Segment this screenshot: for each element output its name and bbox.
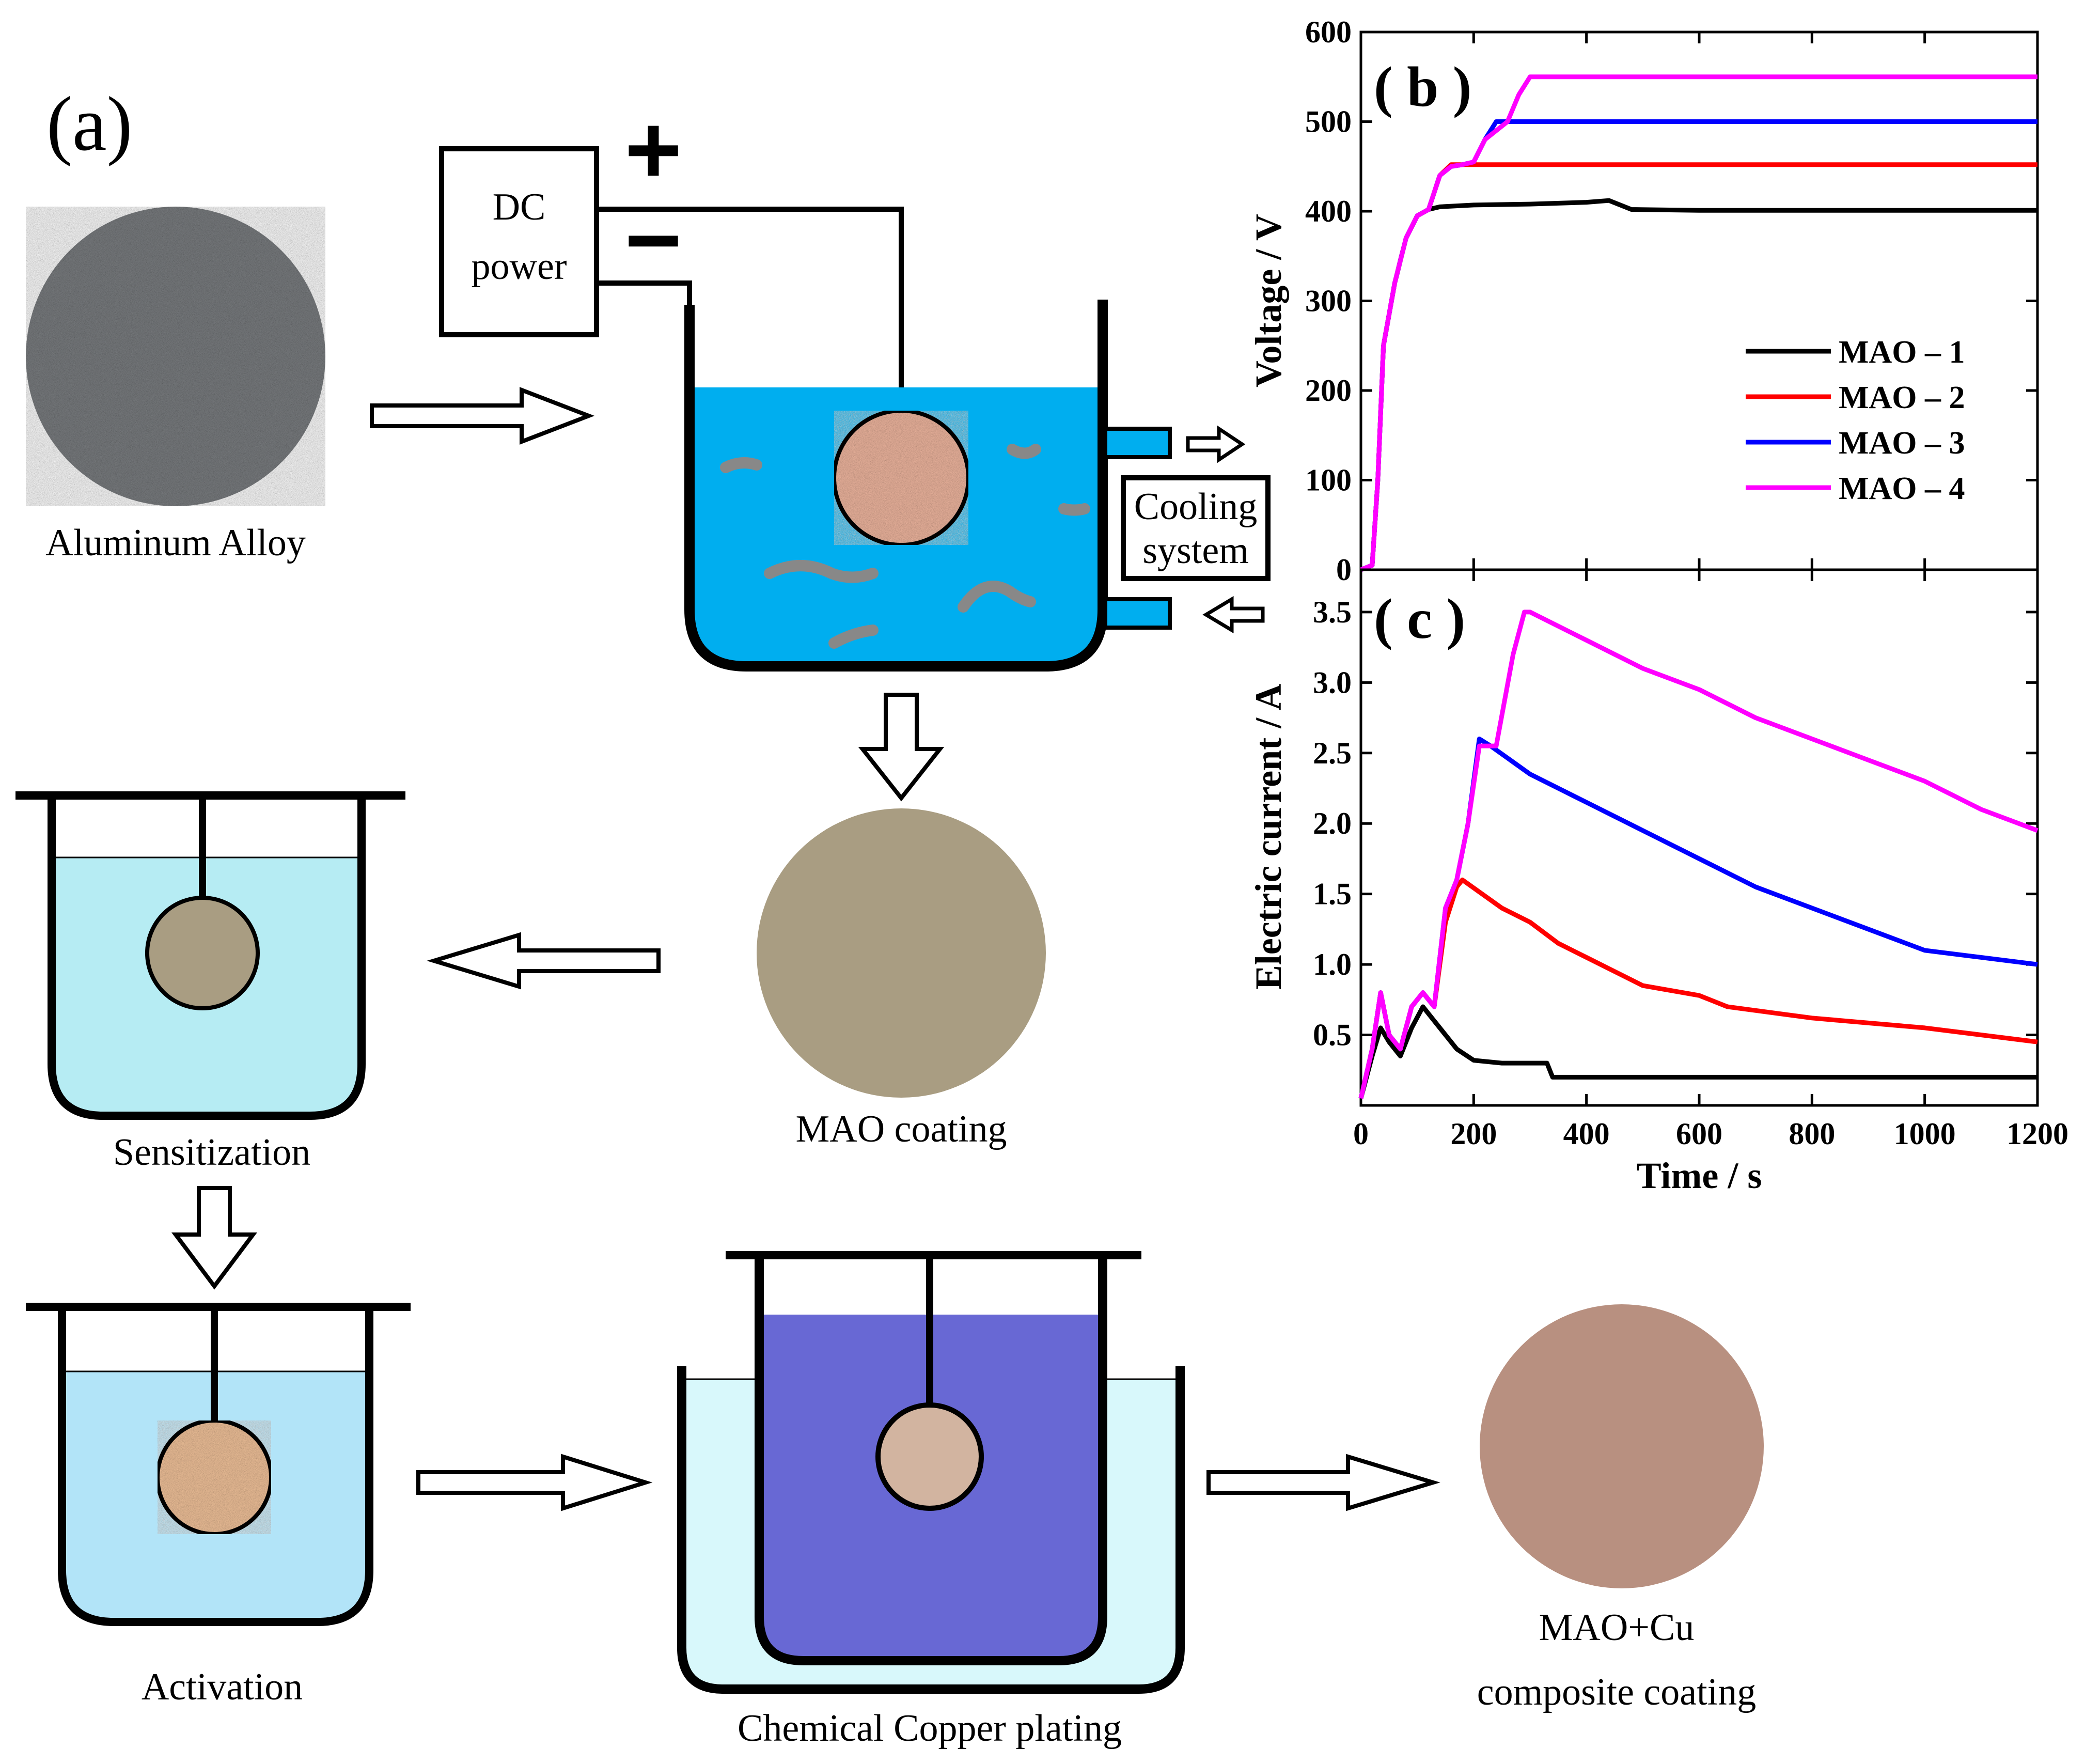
legend-label-mao-2: MAO – 2: [1839, 380, 1965, 415]
activation-beaker-wall: [58, 1309, 373, 1626]
aluminum-alloy-label: Aluminum Alloy: [45, 522, 306, 564]
series-line-c-mao-4: [1358, 610, 2039, 1099]
activation-sample: [155, 1418, 273, 1536]
mao-coating-disc: [757, 808, 1046, 1098]
ytick-label-b-3: 300: [1305, 284, 1352, 318]
composite-label-line2: composite coating: [1477, 1671, 1756, 1713]
dc-power-label-line2: power: [472, 245, 567, 288]
cooling-out-arrow: [1186, 425, 1246, 463]
cooling-system-box: [1121, 475, 1271, 581]
minus-sign: −: [625, 185, 682, 295]
panel-label-a: (a): [46, 81, 132, 167]
copper-plating-label: Chemical Copper plating: [738, 1707, 1122, 1750]
xtick-label-c-3: 600: [1676, 1117, 1722, 1151]
xtick-label-c-1: 200: [1450, 1117, 1497, 1151]
legend-label-mao-4: MAO – 4: [1839, 471, 1965, 506]
dc-power-box: [439, 146, 599, 337]
xtick-label-c-4: 800: [1789, 1117, 1835, 1151]
ylabel-c: Electric current / A: [1248, 684, 1289, 990]
cooling-outlet-pipe: [1103, 427, 1172, 459]
sensitization-beaker-wall: [48, 798, 366, 1120]
ytick-label-b-0: 0: [1336, 553, 1352, 587]
copper-plating-sample: [875, 1402, 984, 1511]
arrow-down-1: [858, 693, 945, 802]
electrolyte-particles: [720, 444, 1090, 649]
series-line-b-mao-4: [1360, 74, 2037, 572]
xtick-label-c-2: 400: [1563, 1117, 1610, 1151]
ytick-label-c-2: 1.5: [1313, 877, 1352, 911]
charts: 0 100 200 300 400 500 600 ( b ) Voltage / V 0.5 1.…: [1248, 15, 2068, 1196]
mao-sample: [832, 409, 970, 547]
arrow-left-1: [427, 932, 661, 990]
ytick-label-b-5: 500: [1305, 105, 1352, 139]
panel-label-b: ( b ): [1374, 55, 1471, 118]
arrow-down-2: [171, 1186, 257, 1290]
arrow-right-2: [416, 1454, 653, 1511]
series-line-c-mao-2: [1358, 877, 2038, 1099]
legend-label-mao-3: MAO – 3: [1839, 426, 1965, 461]
ytick-label-b-2: 200: [1305, 373, 1352, 408]
composite-label-line1: MAO+Cu: [1539, 1606, 1695, 1649]
outer-bath-wall: [677, 1366, 1185, 1694]
series-line-c-mao-1: [1358, 1004, 2037, 1099]
sensitization-label: Sensitization: [113, 1131, 310, 1174]
ytick-label-c-3: 2.0: [1313, 806, 1352, 840]
panel-label-c: ( c ): [1374, 587, 1465, 650]
mao-tank-wall: [684, 300, 1108, 672]
composite-coating-disc: [1480, 1304, 1764, 1588]
dc-power-label-line1: DC: [493, 186, 546, 228]
sensitization-sample: [145, 896, 260, 1010]
xlabel-c: Time / s: [1637, 1155, 1762, 1196]
arrow-right-1: [370, 387, 595, 445]
legend-label-mao-1: MAO – 1: [1839, 335, 1965, 370]
ylabel-b: Voltage / V: [1248, 214, 1289, 387]
mao-coating-label: MAO coating: [796, 1108, 1007, 1150]
series-line-c-mao-3: [1358, 736, 2038, 1099]
ytick-label-b-1: 100: [1305, 463, 1352, 497]
xtick-label-c-6: 1200: [2006, 1117, 2068, 1151]
ytick-label-c-6: 3.5: [1313, 595, 1352, 629]
activation-label: Activation: [142, 1666, 303, 1708]
inner-beaker-wall: [755, 1258, 1107, 1665]
xtick-label-c-0: 0: [1353, 1117, 1369, 1151]
ytick-label-c-1: 1.0: [1313, 947, 1352, 981]
cooling-label-line1: Cooling: [1134, 486, 1257, 528]
cooling-label-line2: system: [1142, 529, 1249, 572]
positive-wire: [597, 207, 904, 418]
ytick-label-c-5: 3.0: [1313, 665, 1352, 699]
xtick-label-c-5: 1000: [1894, 1117, 1956, 1151]
aluminum-alloy-disc: [26, 207, 325, 506]
cooling-in-arrow: [1202, 596, 1265, 634]
plus-sign: +: [625, 95, 682, 205]
ytick-label-b-6: 600: [1305, 15, 1352, 49]
negative-wire: [597, 280, 692, 305]
arrow-right-3: [1206, 1454, 1440, 1511]
ytick-label-b-4: 400: [1305, 194, 1352, 228]
cooling-inlet-pipe: [1103, 597, 1172, 630]
ytick-label-c-0: 0.5: [1313, 1018, 1352, 1052]
ytick-label-c-4: 2.5: [1313, 736, 1352, 770]
